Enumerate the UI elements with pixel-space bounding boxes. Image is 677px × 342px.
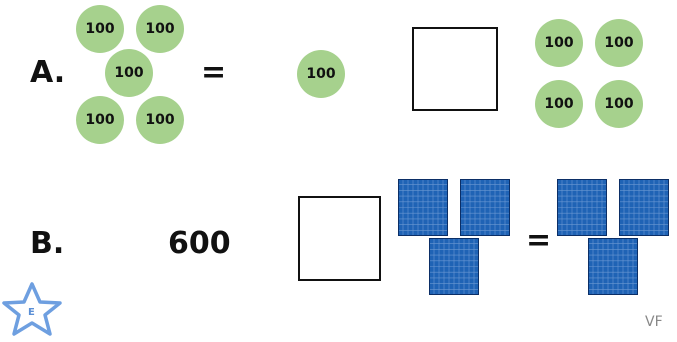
row-b-answer-box[interactable] bbox=[298, 196, 381, 281]
hundred-flat-icon bbox=[429, 238, 479, 295]
row-b-label: B. bbox=[30, 226, 65, 261]
row-a-label: A. bbox=[30, 55, 66, 90]
counter-100: 100 bbox=[535, 19, 583, 67]
counter-100: 100 bbox=[136, 5, 184, 53]
footer-tag: VF bbox=[645, 314, 663, 330]
counter-100: 100 bbox=[595, 80, 643, 128]
row-a-answer-box[interactable] bbox=[412, 27, 498, 111]
counter-100: 100 bbox=[76, 96, 124, 144]
counter-100: 100 bbox=[105, 49, 153, 97]
counter-100: 100 bbox=[535, 80, 583, 128]
counter-100: 100 bbox=[76, 5, 124, 53]
counter-100: 100 bbox=[595, 19, 643, 67]
star-outline-icon: E bbox=[0, 280, 64, 338]
hundred-flat-icon bbox=[588, 238, 638, 295]
row-b-equals-sign: = bbox=[526, 223, 552, 258]
hundred-flat-icon bbox=[557, 179, 607, 236]
hundred-flat-icon bbox=[398, 179, 448, 236]
counter-100: 100 bbox=[136, 96, 184, 144]
hundred-flat-icon bbox=[460, 179, 510, 236]
hundred-flat-icon bbox=[619, 179, 669, 236]
row-a-equals-sign: = bbox=[201, 55, 227, 90]
star-letter: E bbox=[28, 307, 35, 318]
counter-100: 100 bbox=[297, 50, 345, 98]
row-b-number: 600 bbox=[168, 226, 231, 261]
